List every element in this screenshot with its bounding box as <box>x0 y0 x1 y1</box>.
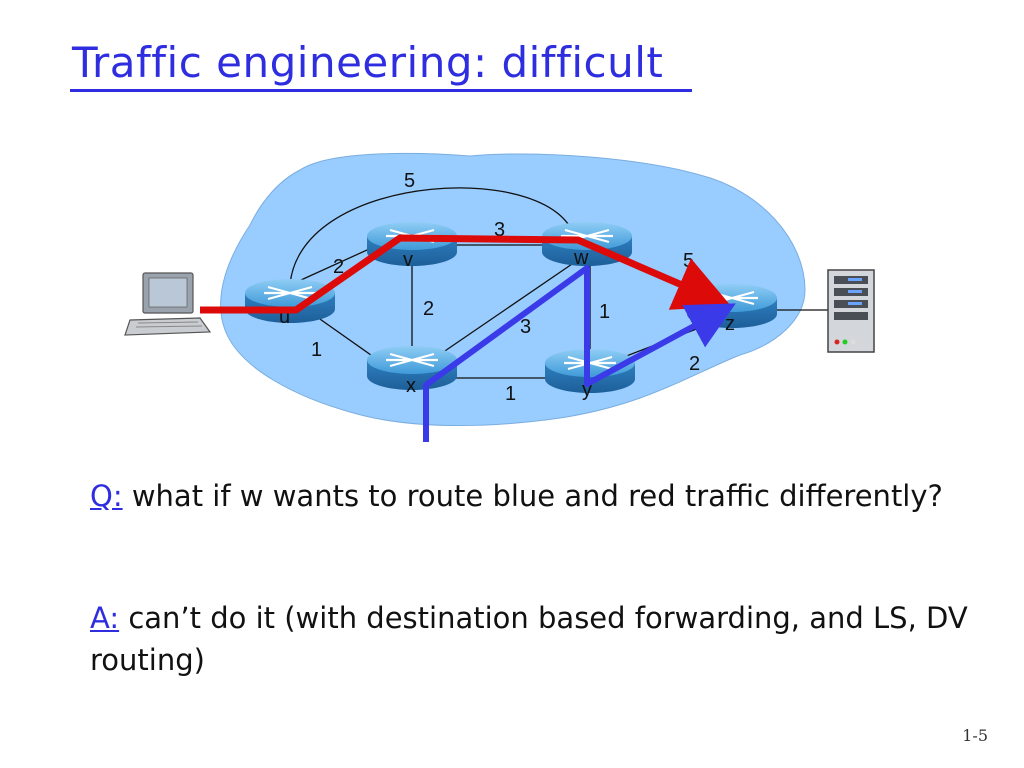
network-cloud <box>220 152 806 427</box>
node-label-u: u <box>279 306 290 328</box>
title-underline <box>70 89 692 92</box>
server-icon <box>827 269 875 353</box>
node-label-w: w <box>573 247 589 269</box>
cost-u-v: 2 <box>333 256 344 278</box>
question-label: Q: <box>90 479 123 513</box>
cost-v-x: 2 <box>423 298 434 320</box>
link-u-w <box>289 187 576 286</box>
cost-w-y: 1 <box>599 301 610 323</box>
cost-v-w: 3 <box>494 219 505 241</box>
cost-u-w: 5 <box>404 170 415 192</box>
cost-u-x: 1 <box>311 339 322 361</box>
slide-number: 1-5 <box>962 726 988 745</box>
cost-w-z: 5 <box>683 250 694 272</box>
node-label-v: v <box>403 249 413 271</box>
red-traffic-path <box>200 234 732 314</box>
network-diagram: u v w x y z 5 3 2 5 2 1 3 1 2 1 <box>124 152 875 442</box>
answer-paragraph: A: can’t do it (with destination based f… <box>90 597 970 681</box>
blue-traffic-path <box>423 265 736 442</box>
cost-x-y: 1 <box>505 383 516 405</box>
question-text: what if w wants to route blue and red tr… <box>131 479 943 513</box>
cost-y-z: 2 <box>689 353 700 375</box>
node-label-y: y <box>582 379 592 401</box>
answer-text: can’t do it (with destination based forw… <box>90 601 968 677</box>
node-label-z: z <box>725 313 735 335</box>
slide-title: Traffic engineering: difficult <box>72 38 664 87</box>
answer-label: A: <box>90 601 120 635</box>
question-paragraph: Q: what if w wants to route blue and red… <box>90 475 970 517</box>
cost-x-w: 3 <box>520 316 531 338</box>
link-x-w <box>419 261 576 369</box>
node-label-x: x <box>406 375 416 397</box>
laptop-icon <box>124 272 212 336</box>
